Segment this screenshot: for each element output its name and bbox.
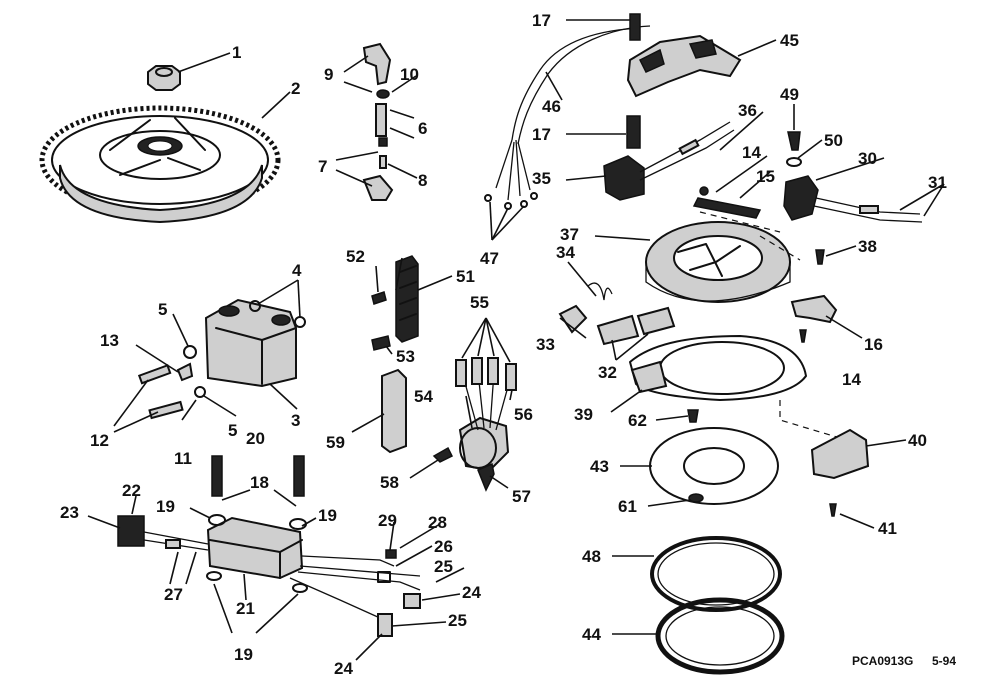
footer-code: PCA0913G (852, 654, 913, 668)
callout-61: 61 (618, 497, 637, 516)
callout-8: 8 (418, 171, 427, 190)
callout-14b: 14 (842, 370, 861, 389)
callout-53: 53 (396, 347, 415, 366)
lever-16 (790, 294, 838, 343)
callout-6: 6 (418, 119, 427, 138)
callout-52: 52 (346, 247, 365, 266)
callout-17a: 17 (532, 11, 551, 30)
callout-10: 10 (400, 65, 419, 84)
callout-40: 40 (908, 431, 927, 450)
callout-19b: 19 (318, 506, 337, 525)
timer-sensor (783, 131, 923, 265)
callout-23: 23 (60, 503, 79, 522)
callout-3: 3 (291, 411, 300, 430)
callout-5b: 5 (228, 421, 237, 440)
solenoid (381, 357, 517, 492)
callout-labels: 1 2 3 4 5 5 6 7 8 9 10 11 12 13 14 14 15… (60, 11, 947, 678)
leader-lines (87, 19, 945, 661)
callout-31: 31 (928, 173, 947, 192)
flywheel-nut (147, 65, 181, 91)
armature-plate (645, 186, 801, 303)
callout-11: 11 (174, 449, 192, 468)
callout-62: 62 (628, 411, 647, 430)
callout-28: 28 (428, 513, 447, 532)
callout-9: 9 (324, 65, 333, 84)
callout-19c: 19 (234, 645, 253, 664)
callout-37: 37 (560, 225, 579, 244)
callout-29: 29 (378, 511, 397, 530)
callout-46: 46 (542, 97, 561, 116)
callout-57: 57 (512, 487, 531, 506)
power-pack (117, 455, 421, 637)
callout-5a: 5 (158, 300, 167, 319)
callout-13: 13 (100, 331, 119, 350)
callout-51: 51 (456, 267, 475, 286)
callout-55: 55 (470, 293, 489, 312)
callout-25a: 25 (434, 557, 453, 576)
callout-33: 33 (536, 335, 555, 354)
callout-7: 7 (318, 157, 327, 176)
callout-14a: 14 (742, 143, 761, 162)
callout-27: 27 (164, 585, 183, 604)
callout-19a: 19 (156, 497, 175, 516)
callout-54: 54 (414, 387, 433, 406)
callout-59: 59 (326, 433, 345, 452)
callout-47: 47 (480, 249, 499, 268)
callout-22: 22 (122, 481, 141, 500)
callout-18: 18 (250, 473, 269, 492)
sensor-plate (484, 13, 742, 210)
callout-26: 26 (434, 537, 453, 556)
callout-24b: 24 (334, 659, 353, 678)
hose-parts (362, 42, 394, 201)
charge-coil (603, 121, 735, 201)
callout-56: 56 (514, 405, 533, 424)
terminal-block (371, 255, 419, 351)
callout-39: 39 (574, 405, 593, 424)
callout-32: 32 (598, 363, 617, 382)
callout-25b: 25 (448, 611, 467, 630)
callout-30: 30 (858, 149, 877, 168)
callout-35: 35 (532, 169, 551, 188)
callout-58: 58 (380, 473, 399, 492)
callout-44: 44 (582, 625, 601, 644)
callout-12: 12 (90, 431, 109, 450)
callout-24a: 24 (462, 583, 481, 602)
footer-date: 5-94 (932, 654, 956, 668)
callout-48: 48 (582, 547, 601, 566)
callout-15: 15 (756, 167, 775, 186)
callout-49: 49 (780, 85, 799, 104)
callout-21: 21 (236, 599, 255, 618)
clip-and-retainers (558, 282, 676, 346)
support-plate (629, 335, 841, 439)
callout-36: 36 (738, 101, 757, 120)
callout-38: 38 (858, 237, 877, 256)
callout-45: 45 (780, 31, 799, 50)
callout-4: 4 (292, 261, 302, 280)
callout-1: 1 (232, 43, 241, 62)
callout-20: 20 (246, 429, 265, 448)
lower-parts (649, 409, 870, 675)
callout-43: 43 (590, 457, 609, 476)
callout-41: 41 (878, 519, 897, 538)
callout-16: 16 (864, 335, 883, 354)
flywheel (39, 105, 281, 224)
callout-2: 2 (291, 79, 300, 98)
callout-17b: 17 (532, 125, 551, 144)
callout-34: 34 (556, 243, 575, 262)
callout-50: 50 (824, 131, 843, 150)
